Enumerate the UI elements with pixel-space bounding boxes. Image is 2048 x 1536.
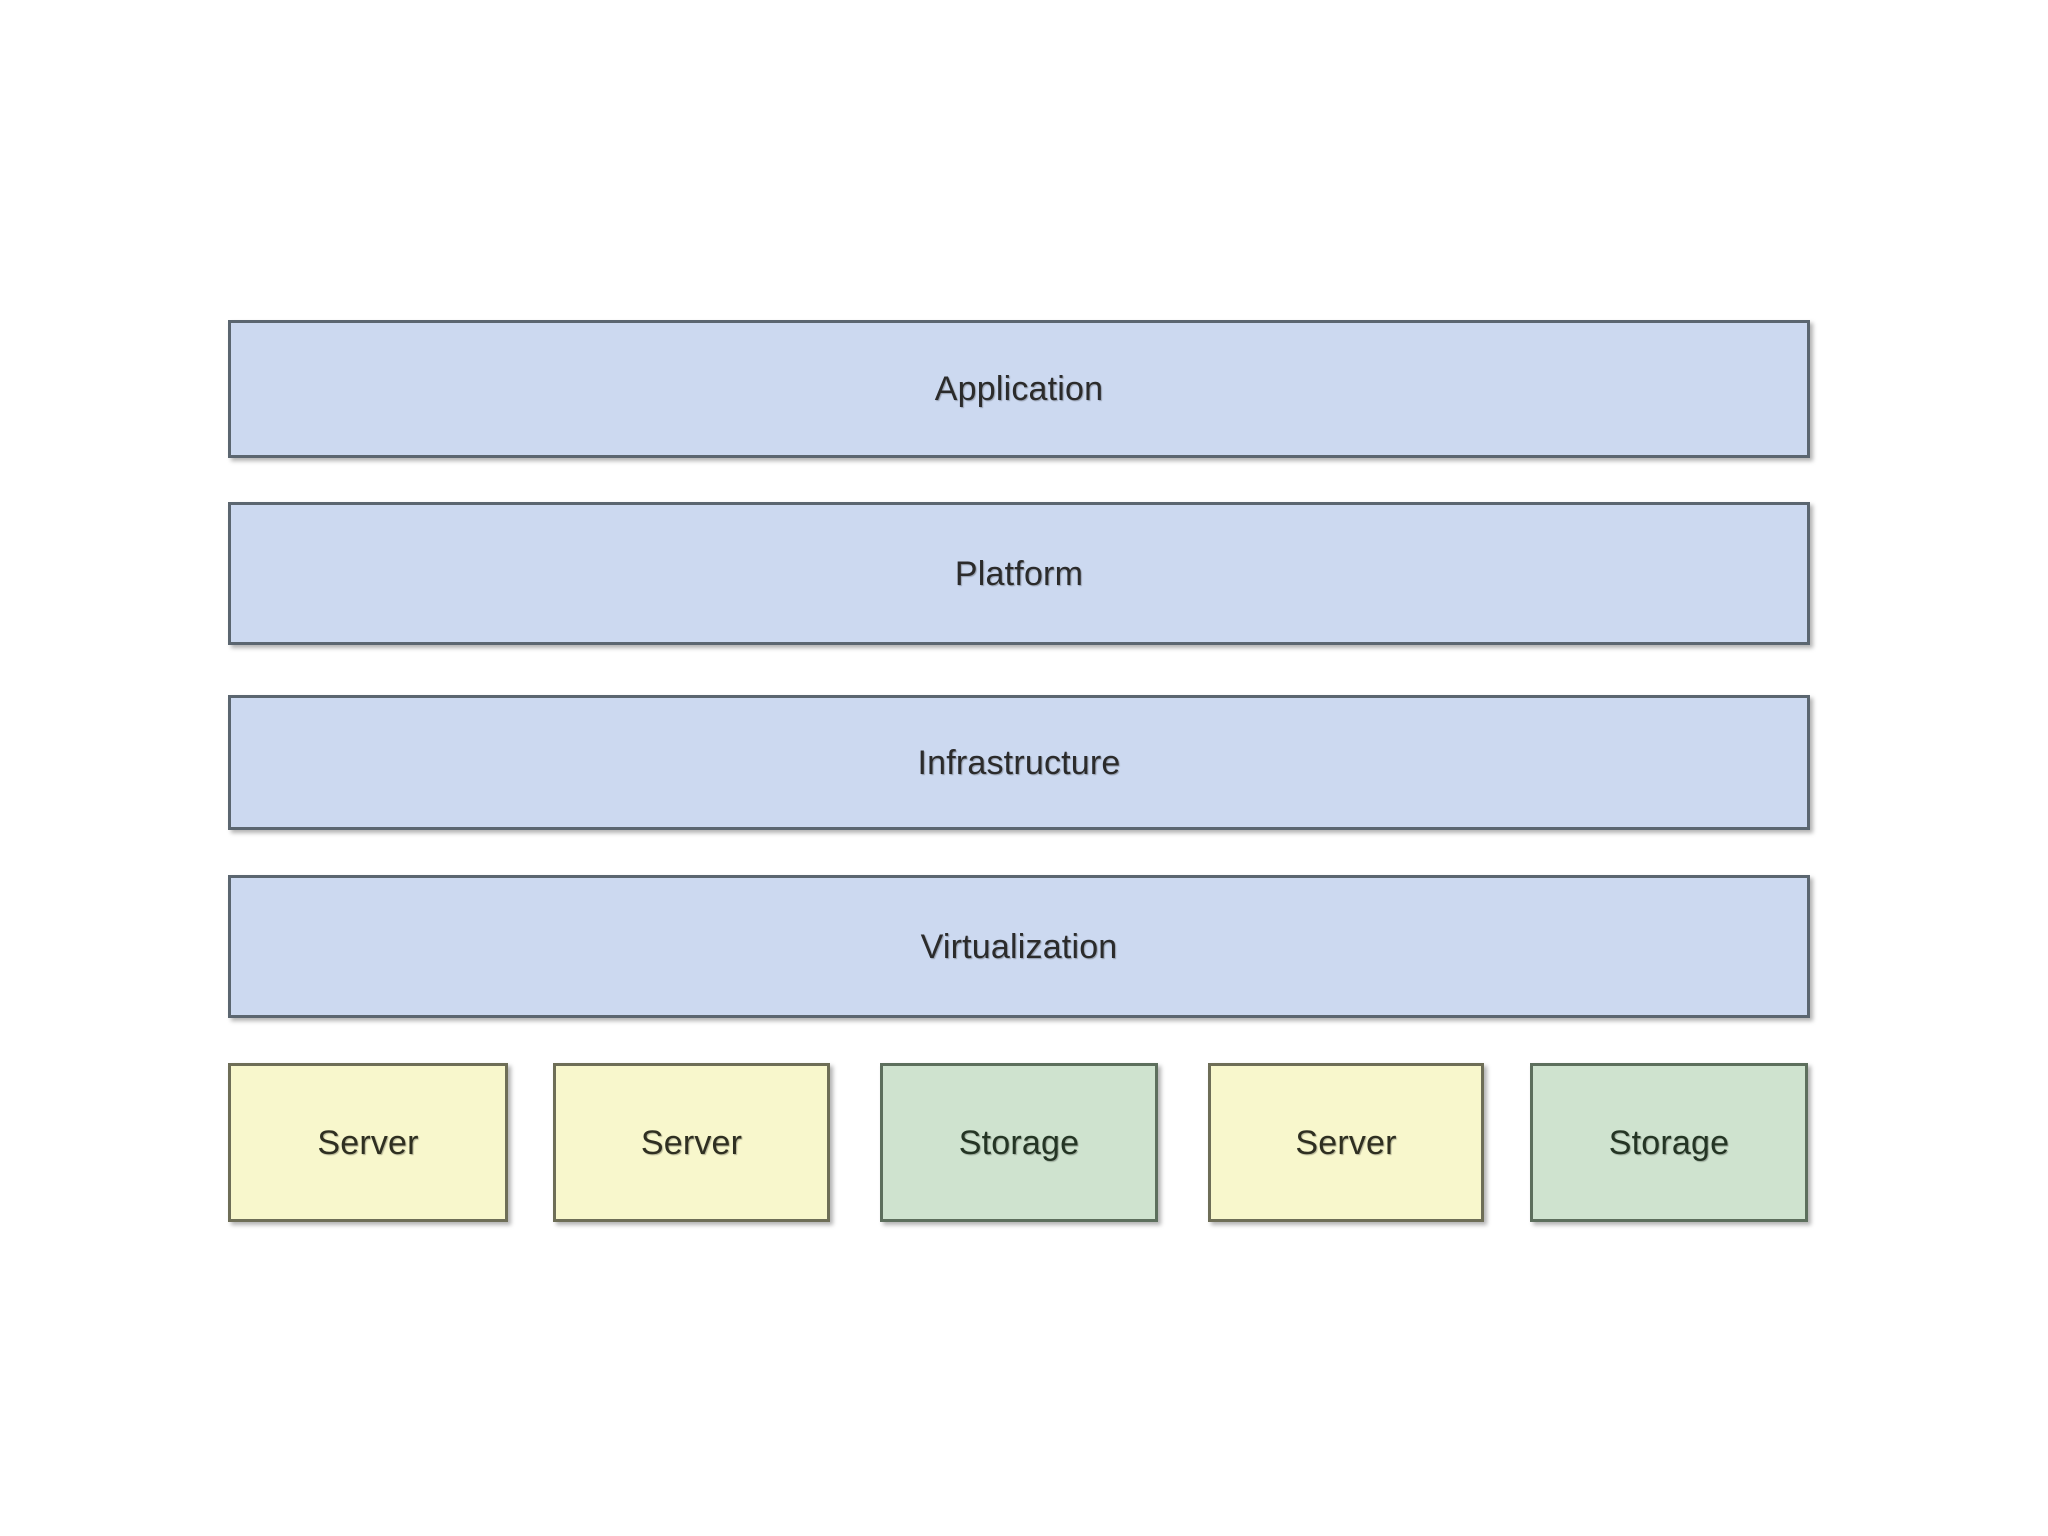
layer-box-virtualization[interactable]: Virtualization — [228, 875, 1810, 1018]
layer-label-application: Application — [934, 370, 1104, 408]
resource-label-server-3: Server — [1295, 1123, 1397, 1162]
resource-label-storage-1: Storage — [958, 1123, 1080, 1162]
layer-box-platform[interactable]: Platform — [228, 502, 1810, 645]
resource-box-storage-2[interactable]: Storage — [1530, 1063, 1808, 1222]
resource-label-storage-2: Storage — [1608, 1123, 1730, 1162]
resource-box-server-2[interactable]: Server — [553, 1063, 830, 1222]
resource-label-server-1: Server — [317, 1123, 419, 1162]
layer-label-platform: Platform — [954, 554, 1084, 593]
layer-box-application[interactable]: Application — [228, 320, 1810, 458]
layer-label-infrastructure: Infrastructure — [917, 743, 1121, 782]
layer-box-infrastructure[interactable]: Infrastructure — [228, 695, 1810, 830]
resource-box-server-3[interactable]: Server — [1208, 1063, 1484, 1222]
resource-box-storage-1[interactable]: Storage — [880, 1063, 1158, 1222]
resource-label-server-2: Server — [640, 1123, 743, 1162]
resource-box-server-1[interactable]: Server — [228, 1063, 508, 1222]
layer-label-virtualization: Virtualization — [920, 927, 1118, 966]
